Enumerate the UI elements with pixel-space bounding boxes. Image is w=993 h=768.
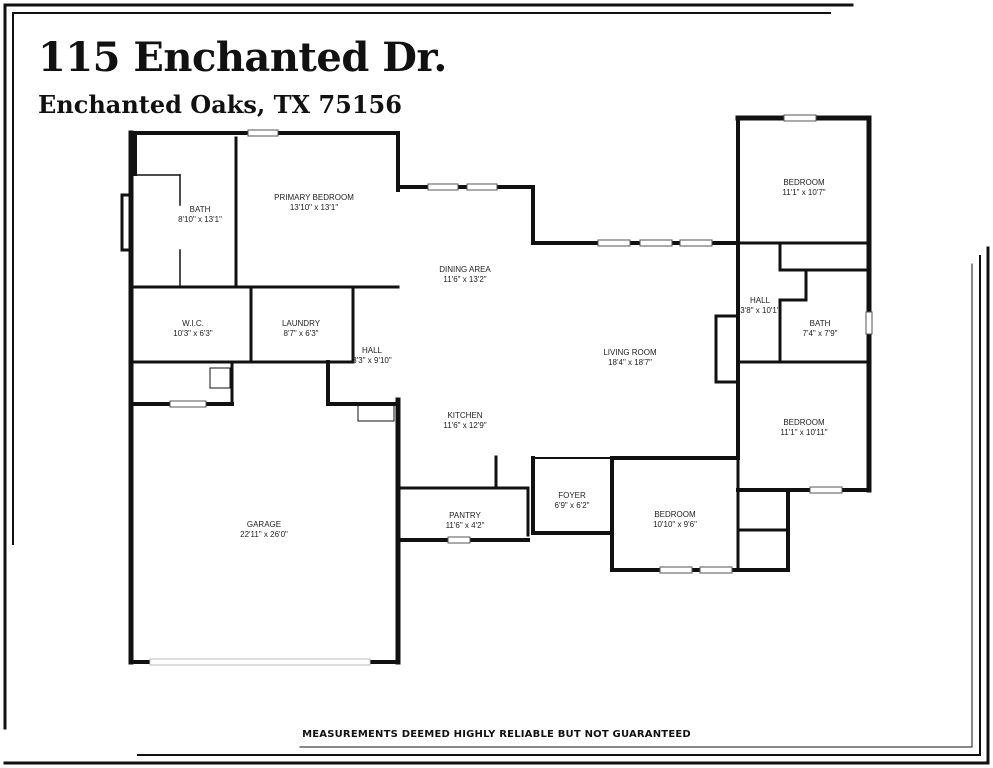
room-label-wic: W.I.C.10'3" x 6'3"	[173, 319, 213, 338]
windows	[149, 114, 873, 666]
walls	[120, 115, 872, 665]
property-city-line: Enchanted Oaks, TX 75156	[38, 90, 402, 119]
property-address: 115 Enchanted Dr.	[38, 34, 447, 81]
measurement-disclaimer: MEASUREMENTS DEEMED HIGHLY RELIABLE BUT …	[302, 729, 691, 740]
decorative-frame	[3, 3, 990, 765]
